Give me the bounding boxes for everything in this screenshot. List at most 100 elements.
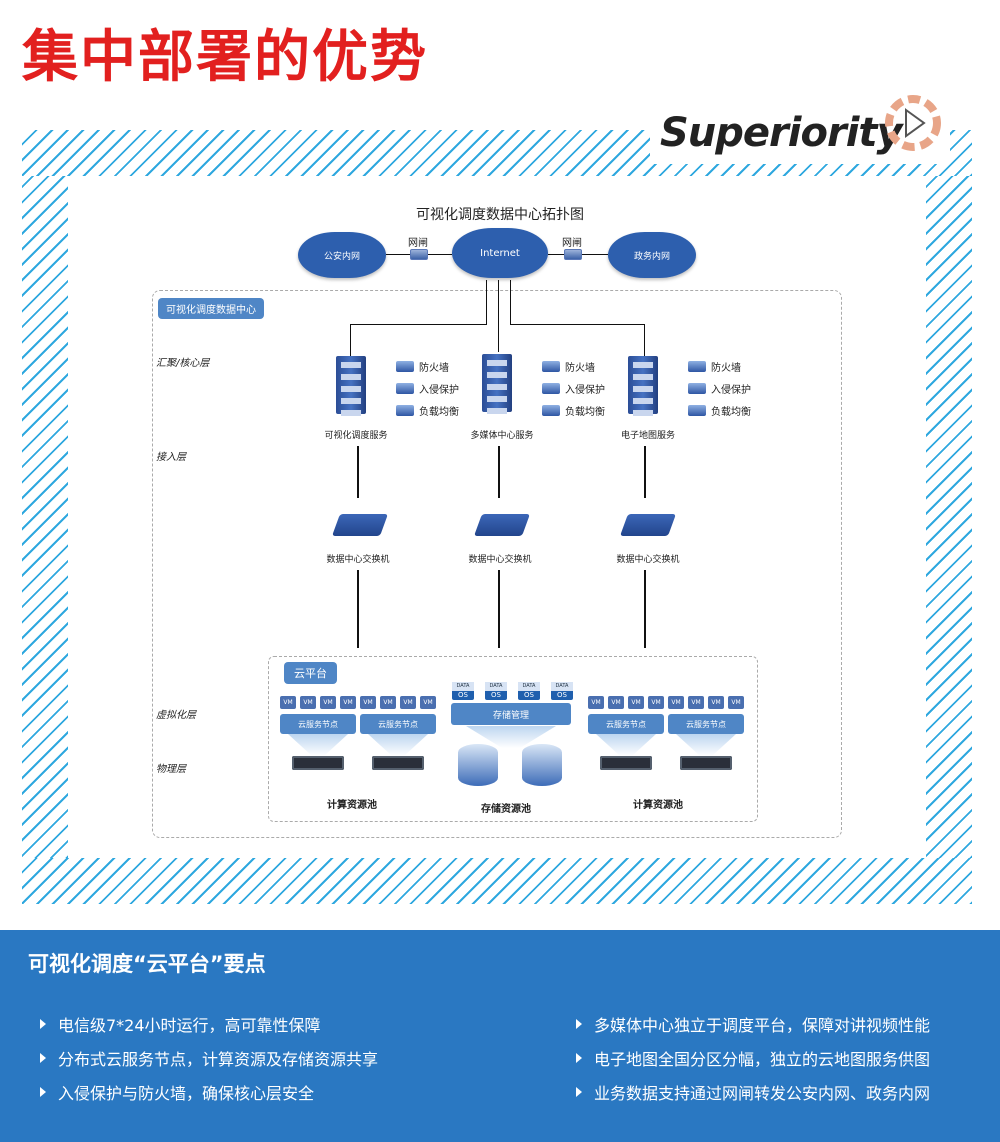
compute-pool-label-left: 计算资源池 — [327, 800, 377, 811]
feature-ips: 入侵保护 — [542, 380, 605, 396]
cloud-node-4: 云服务节点 — [668, 714, 744, 734]
footer-panel — [0, 930, 1000, 1142]
vm-icon: VM — [400, 696, 416, 709]
cloud-platform-tag: 云平台 — [284, 662, 337, 684]
uplink-h-right — [510, 324, 644, 325]
feature-ips: 入侵保护 — [396, 380, 459, 396]
cloud-government: 政务内网 — [608, 232, 696, 278]
layer-core: 汇聚/核心层 — [156, 358, 210, 369]
vm-icon: VM — [588, 696, 604, 709]
cloud-internet: Internet — [452, 228, 548, 278]
cloud-node-3: 云服务节点 — [588, 714, 664, 734]
vm-icon: VM — [688, 696, 704, 709]
footer-title: 可视化调度“云平台”要点 — [28, 952, 266, 976]
cloud-node-2: 云服务节点 — [360, 714, 436, 734]
footer-right-list: 多媒体中心独立于调度平台，保障对讲视频性能 电子地图全国分区分幅，独立的云地图服… — [576, 1012, 930, 1104]
vm-icon: VM — [280, 696, 296, 709]
switch-icon-2 — [473, 514, 531, 536]
feature-list-2: 防火墙 入侵保护 负载均衡 — [542, 358, 605, 418]
uplink-h-left — [350, 324, 487, 325]
server-multimedia — [482, 354, 512, 414]
datacenter-boundary — [152, 290, 842, 838]
diagram-title: 可视化调度数据中心拓扑图 — [416, 207, 584, 223]
link-server-switch-2 — [498, 446, 500, 498]
uplink-v-right — [644, 324, 645, 356]
cloud-public-security: 公安内网 — [298, 232, 386, 278]
feature-list-1: 防火墙 入侵保护 负载均衡 — [396, 358, 459, 418]
gateway-label-left: 网闸 — [408, 238, 428, 249]
load-balancer-icon — [688, 404, 706, 416]
load-balancer-icon — [396, 404, 414, 416]
footer-bullet: 入侵保护与防火墙，确保核心层安全 — [40, 1080, 378, 1104]
vm-icon: VM — [300, 696, 316, 709]
layer-access: 接入层 — [156, 452, 186, 463]
footer-bullet: 多媒体中心独立于调度平台，保障对讲视频性能 — [576, 1012, 930, 1036]
uplink-v-left — [350, 324, 351, 356]
logo-icon — [885, 95, 941, 151]
server-map — [628, 356, 658, 416]
rack-server-icon-1 — [292, 756, 344, 770]
gateway-icon-left — [410, 249, 428, 260]
link-switch-cloud-1 — [357, 570, 359, 648]
vm-row-1: VM VM VM VM — [280, 696, 356, 709]
vm-icon: VM — [728, 696, 744, 709]
uplink-2 — [498, 280, 499, 352]
feature-ips: 入侵保护 — [688, 380, 751, 396]
service-label-1: 可视化调度服务 — [324, 431, 388, 441]
footer-bullet: 业务数据支持通过网闸转发公安内网、政务内网 — [576, 1080, 930, 1104]
storage-pool-label: 存储资源池 — [481, 804, 531, 815]
page-headline: 集中部署的优势 — [22, 25, 428, 90]
vm-icon: VM — [608, 696, 624, 709]
switch-label-2: 数据中心交换机 — [468, 555, 532, 565]
compute-pool-label-right: 计算资源池 — [633, 800, 683, 811]
rack-server-icon-4 — [680, 756, 732, 770]
feature-firewall: 防火墙 — [542, 358, 605, 374]
switch-icon-3 — [619, 514, 677, 536]
vm-icon: VM — [380, 696, 396, 709]
feature-lb: 负载均衡 — [542, 402, 605, 418]
feature-firewall: 防火墙 — [688, 358, 751, 374]
firewall-icon — [688, 360, 706, 372]
gateway-label-right: 网闸 — [562, 238, 582, 249]
footer-left-list: 电信级7*24小时运行，高可靠性保障 分布式云服务节点，计算资源及存储资源共享 … — [40, 1012, 378, 1104]
ips-icon — [688, 382, 706, 394]
layer-virtual: 虚拟化层 — [156, 710, 196, 721]
feature-firewall: 防火墙 — [396, 358, 459, 374]
ips-icon — [542, 382, 560, 394]
vm-icon: VM — [708, 696, 724, 709]
hatch-left — [22, 176, 68, 858]
layer-physical: 物理层 — [156, 764, 186, 775]
logo-text: Superiority — [660, 110, 903, 156]
ips-icon — [396, 382, 414, 394]
firewall-icon — [396, 360, 414, 372]
uplink-3 — [510, 280, 511, 324]
vm-row-4: VM VM VM VM — [668, 696, 744, 709]
storage-management: 存储管理 — [451, 703, 571, 725]
server-visual-dispatch — [336, 356, 366, 416]
link-switch-cloud-3 — [644, 570, 646, 648]
service-label-3: 电子地图服务 — [620, 431, 675, 441]
vm-icon: VM — [320, 696, 336, 709]
link-server-switch-3 — [644, 446, 646, 498]
feature-list-3: 防火墙 入侵保护 负载均衡 — [688, 358, 751, 418]
footer-bullet: 电子地图全国分区分幅，独立的云地图服务供图 — [576, 1046, 930, 1070]
vm-icon: VM — [668, 696, 684, 709]
vm-icon: VM — [420, 696, 436, 709]
rack-server-icon-2 — [372, 756, 424, 770]
feature-lb: 负载均衡 — [688, 402, 751, 418]
vm-icon: VM — [340, 696, 356, 709]
disk-icon-1 — [458, 744, 498, 786]
firewall-icon — [542, 360, 560, 372]
vm-row-3: VM VM VM VM — [588, 696, 664, 709]
feature-lb: 负载均衡 — [396, 402, 459, 418]
vm-row-2: VM VM VM VM — [360, 696, 436, 709]
logo-bg — [650, 104, 950, 164]
hatch-right — [926, 176, 972, 858]
cloud-node-1: 云服务节点 — [280, 714, 356, 734]
hatch-bottom — [22, 858, 972, 904]
